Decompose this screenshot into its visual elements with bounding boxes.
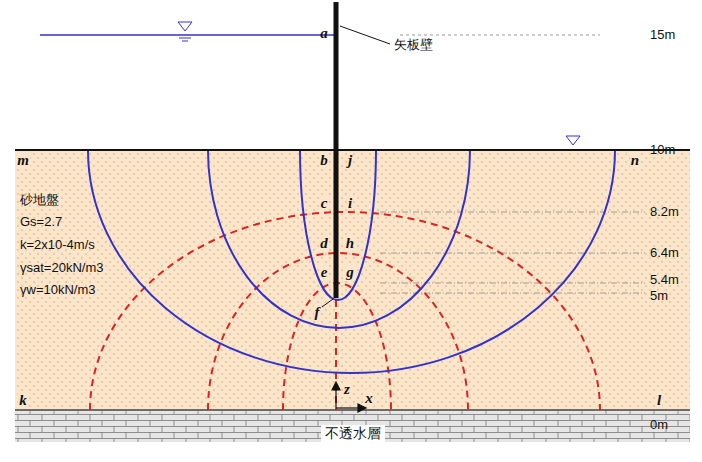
annotation: 15m xyxy=(650,28,675,42)
leader-line xyxy=(340,26,390,44)
annotation: 10m xyxy=(650,143,675,157)
point-label: n xyxy=(630,152,640,169)
annotation: γw=10kN/m3 xyxy=(20,283,96,297)
annotation: k=2x10-4m/s xyxy=(20,238,95,252)
point-label: j xyxy=(347,152,353,169)
annotation: 矢板壁 xyxy=(394,38,433,52)
sand-ground xyxy=(15,150,690,410)
layer-boundary xyxy=(15,409,690,411)
point-label: b xyxy=(319,152,329,169)
flow-lines xyxy=(88,150,615,373)
annotation: γsat=20kN/m3 xyxy=(20,261,103,275)
point-label: l xyxy=(656,392,662,409)
sheet-pile xyxy=(334,2,339,298)
point-label: a xyxy=(320,25,328,42)
point-label: d xyxy=(319,235,329,252)
level-line xyxy=(400,35,600,36)
impermeable-layer xyxy=(15,410,690,442)
point-label: e xyxy=(320,264,329,281)
water-surface xyxy=(40,34,336,36)
point-label: x xyxy=(364,390,374,407)
impermeable-layer-band: 不透水層 xyxy=(15,410,690,442)
water-symbol xyxy=(179,38,191,39)
point-label: i xyxy=(347,195,353,212)
point-label: g xyxy=(345,264,355,281)
annotation: 砂地盤 xyxy=(20,193,59,207)
point-label: z xyxy=(343,381,351,398)
layer-label: 不透水層 xyxy=(321,425,385,442)
leader-line xyxy=(322,299,333,307)
annotation: Gs=2.7 xyxy=(20,215,62,229)
equipotential-lines xyxy=(90,212,600,410)
point-label: k xyxy=(18,392,28,409)
water-symbol xyxy=(178,22,192,31)
water-symbol xyxy=(182,41,188,42)
point-label: h xyxy=(345,235,355,252)
ground-surface xyxy=(15,149,690,151)
water-symbol xyxy=(566,136,580,145)
point-label: c xyxy=(320,195,329,212)
level-lines xyxy=(380,212,645,293)
annotation: 8.2m xyxy=(650,205,679,219)
annotation: 5.4m xyxy=(650,273,679,287)
annotation: 0m xyxy=(650,418,668,432)
annotation: 6.4m xyxy=(650,246,679,260)
point-label: m xyxy=(16,152,30,169)
annotation: 5m xyxy=(650,289,668,303)
point-label: f xyxy=(314,304,321,321)
